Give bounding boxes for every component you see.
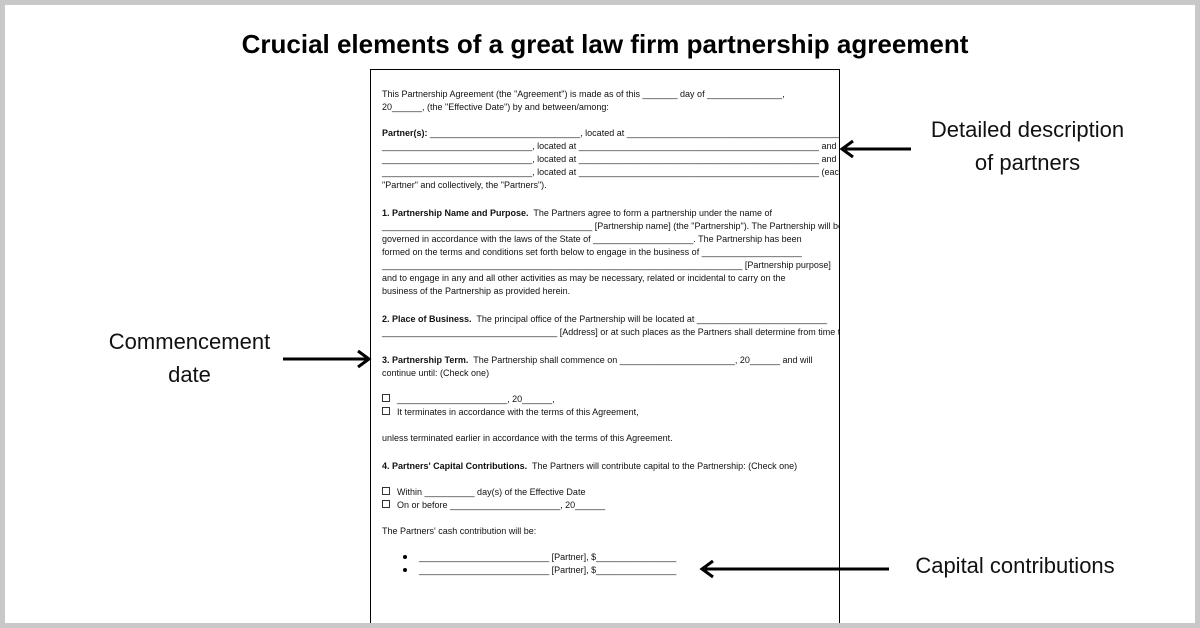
line-gap	[382, 380, 839, 393]
line-text: On or before ______________________, 20_…	[397, 500, 606, 510]
document-line: 3. Partnership Term. The Partnership sha…	[382, 354, 839, 367]
arrow-right-icon	[283, 349, 372, 369]
line-text: and to engage in any and all other activ…	[382, 273, 786, 283]
section-heading: 4. Partners' Capital Contributions.	[382, 461, 528, 471]
document-text: This Partnership Agreement (the "Agreeme…	[382, 88, 840, 577]
document-line: The Partners' cash contribution will be:	[382, 525, 839, 538]
line-text: ______________________________, located …	[382, 154, 837, 164]
document-line: ______________________________, located …	[382, 166, 840, 179]
document-line: This Partnership Agreement (the "Agreeme…	[382, 88, 839, 101]
line-text: governed in accordance with the laws of …	[382, 234, 802, 244]
annotation-partners-line1: Detailed description	[930, 117, 1125, 142]
line-text: business of the Partnership as provided …	[382, 286, 571, 296]
line-text: ___________________________________ [Add…	[382, 327, 840, 337]
line-text: formed on the terms and conditions set f…	[382, 247, 802, 257]
arrow-left-icon	[699, 559, 889, 579]
line-text: The Partnership shall commence on ______…	[468, 355, 813, 365]
section-gap	[382, 192, 839, 207]
annotation-commencement-line2: date	[168, 362, 211, 387]
document-line: Partner(s): ____________________________…	[382, 127, 839, 140]
line-text: This Partnership Agreement (the "Agreeme…	[382, 89, 785, 99]
section-heading: Partner(s):	[382, 128, 428, 138]
line-text: ______________________, 20______,	[397, 394, 555, 404]
checkbox-icon	[382, 394, 390, 402]
line-text: ______________________________, located …	[382, 167, 840, 177]
agreement-document-preview: This Partnership Agreement (the "Agreeme…	[370, 69, 840, 623]
document-line: ________________________________________…	[382, 220, 840, 233]
document-line: ______________________, 20______,	[382, 393, 839, 406]
document-line: __________________________ [Partner], $_…	[382, 551, 839, 564]
section-gap	[382, 298, 839, 313]
checkbox-icon	[382, 487, 390, 495]
document-line: business of the Partnership as provided …	[382, 285, 839, 298]
annotation-commencement: Commencement date	[87, 325, 292, 391]
document-line: ______________________________, located …	[382, 140, 839, 153]
document-line: governed in accordance with the laws of …	[382, 233, 839, 246]
line-text: ______________________________, located …	[430, 128, 839, 138]
arrow-left-icon	[839, 139, 911, 159]
checkbox-icon	[382, 407, 390, 415]
section-heading: 3. Partnership Term.	[382, 355, 469, 365]
line-text: continue until: (Check one)	[382, 368, 490, 378]
document-line: It terminates in accordance with the ter…	[382, 406, 839, 419]
line-gap	[382, 538, 839, 551]
annotation-partners: Detailed description of partners	[905, 113, 1150, 179]
line-text: ________________________________________…	[382, 260, 831, 270]
line-text: It terminates in accordance with the ter…	[397, 407, 639, 417]
line-gap	[382, 473, 839, 486]
line-text: ______________________________, located …	[382, 141, 837, 151]
line-text: The Partners agree to form a partnership…	[528, 208, 773, 218]
document-line: ___________________________________ [Add…	[382, 326, 840, 339]
line-text: "Partner" and collectively, the "Partner…	[382, 180, 547, 190]
document-line: On or before ______________________, 20_…	[382, 499, 839, 512]
section-heading: 1. Partnership Name and Purpose.	[382, 208, 529, 218]
annotation-capital: Capital contributions	[895, 549, 1135, 582]
annotation-commencement-line1: Commencement	[108, 329, 271, 354]
document-line: 2. Place of Business. The principal offi…	[382, 313, 839, 326]
line-text: ________________________________________…	[382, 221, 840, 231]
section-gap	[382, 339, 839, 354]
annotation-capital-line1: Capital contributions	[915, 553, 1115, 578]
document-line: formed on the terms and conditions set f…	[382, 246, 839, 259]
section-gap	[382, 445, 839, 460]
document-line: 4. Partners' Capital Contributions. The …	[382, 460, 839, 473]
line-text: __________________________ [Partner], $_…	[419, 565, 677, 575]
document-line: and to engage in any and all other activ…	[382, 272, 839, 285]
annotation-partners-line2: of partners	[974, 150, 1081, 175]
line-text: The Partners will contribute capital to …	[527, 461, 798, 471]
line-text: The principal office of the Partnership …	[471, 314, 827, 324]
line-gap	[382, 114, 839, 127]
line-text: The Partners' cash contribution will be:	[382, 526, 537, 536]
document-line: Within __________ day(s) of the Effectiv…	[382, 486, 839, 499]
section-heading: 2. Place of Business.	[382, 314, 472, 324]
bullet-icon	[403, 555, 407, 559]
line-text: __________________________ [Partner], $_…	[419, 552, 677, 562]
line-text: Within __________ day(s) of the Effectiv…	[397, 487, 586, 497]
document-line: __________________________ [Partner], $_…	[382, 564, 839, 577]
page-title: Crucial elements of a great law firm par…	[241, 29, 969, 59]
document-line: unless terminated earlier in accordance …	[382, 432, 839, 445]
document-line: ________________________________________…	[382, 259, 839, 272]
document-line: "Partner" and collectively, the "Partner…	[382, 179, 839, 192]
bullet-icon	[403, 568, 407, 572]
checkbox-icon	[382, 500, 390, 508]
line-gap	[382, 512, 839, 525]
line-text: 20______, (the "Effective Date") by and …	[382, 102, 609, 112]
document-line: ______________________________, located …	[382, 153, 839, 166]
document-line: continue until: (Check one)	[382, 367, 839, 380]
line-gap	[382, 419, 839, 432]
document-line: 1. Partnership Name and Purpose. The Par…	[382, 207, 839, 220]
document-line: 20______, (the "Effective Date") by and …	[382, 101, 839, 114]
line-text: unless terminated earlier in accordance …	[382, 433, 673, 443]
